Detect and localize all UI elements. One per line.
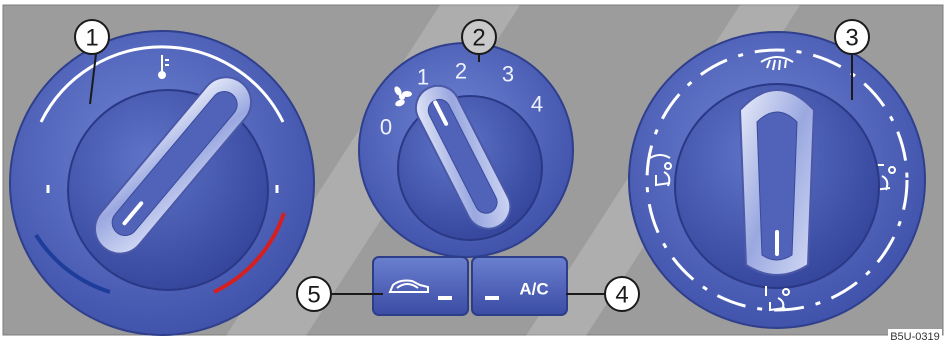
callout-4-number: 4	[615, 282, 628, 309]
callout-5: 5	[296, 276, 383, 312]
fan-speed-2: 2	[455, 59, 467, 84]
callout-3-number: 3	[845, 25, 858, 52]
fan-speed-0: 0	[380, 115, 392, 140]
temperature-scale-arc	[39, 45, 285, 123]
fan-knob[interactable]: 0 1 2 3 4	[358, 42, 574, 258]
temperature-pointer	[122, 201, 144, 226]
fan-knob-handle[interactable]	[408, 78, 518, 236]
callout-5-number: 5	[307, 282, 320, 309]
fan-pointer	[433, 100, 449, 126]
ac-label: A/C	[519, 280, 548, 299]
callout-1-number: 1	[85, 25, 98, 52]
cold-range-arc	[34, 233, 111, 294]
ac-button[interactable]: A/C	[471, 256, 568, 316]
fan-speed-3: 3	[502, 62, 514, 87]
temperature-knob[interactable]	[9, 30, 315, 336]
reference-code: B5U-0319	[890, 331, 940, 343]
callout-2-number: 2	[472, 25, 485, 52]
fan-speed-4: 4	[531, 92, 543, 117]
air-recirculation-icon	[388, 279, 429, 293]
feet-windshield-airflow-icon	[649, 154, 672, 187]
thermometer-icon	[158, 55, 169, 79]
reference-code-box	[888, 329, 942, 344]
air-distribution-knob-handle[interactable]	[738, 89, 816, 276]
recirculation-button[interactable]	[372, 256, 469, 316]
air-distribution-knob[interactable]	[628, 31, 926, 329]
callout-2: 2	[461, 19, 497, 62]
footwell-airflow-icon	[765, 286, 790, 312]
temperature-knob-handle[interactable]	[85, 67, 262, 264]
windshield-defrost-icon	[760, 56, 794, 71]
hot-range-arc	[213, 212, 286, 294]
fan-speed-1: 1	[417, 65, 429, 90]
callout-3: 3	[834, 19, 870, 100]
fan-icon	[394, 86, 412, 107]
callout-1: 1	[74, 19, 110, 105]
callout-4: 4	[566, 276, 640, 312]
